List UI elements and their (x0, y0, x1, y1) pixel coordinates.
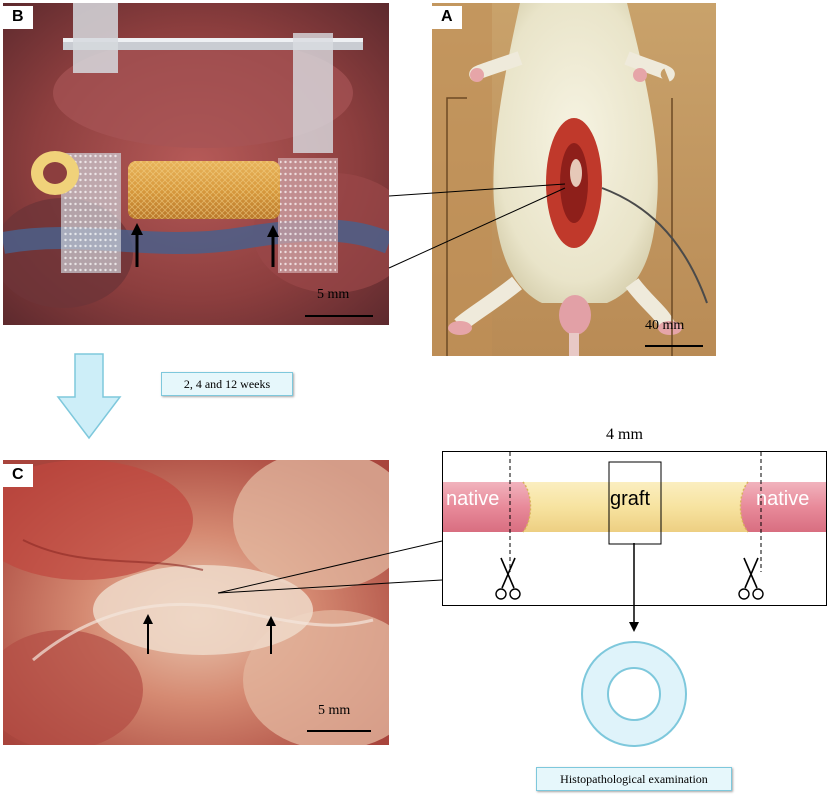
graft-label: graft (610, 488, 651, 510)
histopathology-callout: Histopathological examination (536, 767, 732, 791)
photo-panel-c (3, 460, 389, 745)
native-vessel-left-label: native (446, 488, 500, 510)
panel-b-scale-label: 5 mm (317, 287, 350, 302)
surgical-photo-c (3, 460, 389, 745)
rat-photo-a (432, 3, 716, 356)
cross-section-ring-icon (581, 641, 687, 747)
schematic-length-label: 4 mm (606, 426, 643, 443)
native-vessel-right-label: native (756, 488, 810, 510)
scissors-icon-right (738, 557, 764, 600)
panel-b-label: B (3, 6, 33, 29)
photo-panel-b (3, 3, 389, 325)
surgical-photo-b (3, 3, 389, 325)
panel-a-label: A (432, 6, 462, 29)
timepoints-callout: 2, 4 and 12 weeks (161, 372, 293, 396)
panel-c-scale-bar (307, 730, 371, 732)
vessel-graft-diagram (443, 452, 826, 572)
photo-panel-a (432, 3, 716, 356)
panel-c-scale-label: 5 mm (318, 703, 351, 718)
time-arrow-icon (56, 353, 122, 440)
panel-a-scale-bar (645, 345, 703, 347)
panel-a-scale-label: 40 mm (645, 318, 685, 333)
panel-b-scale-bar (305, 315, 373, 317)
scissors-icon-left (495, 557, 521, 600)
panel-c-label: C (3, 464, 33, 487)
schematic-box (442, 451, 827, 606)
